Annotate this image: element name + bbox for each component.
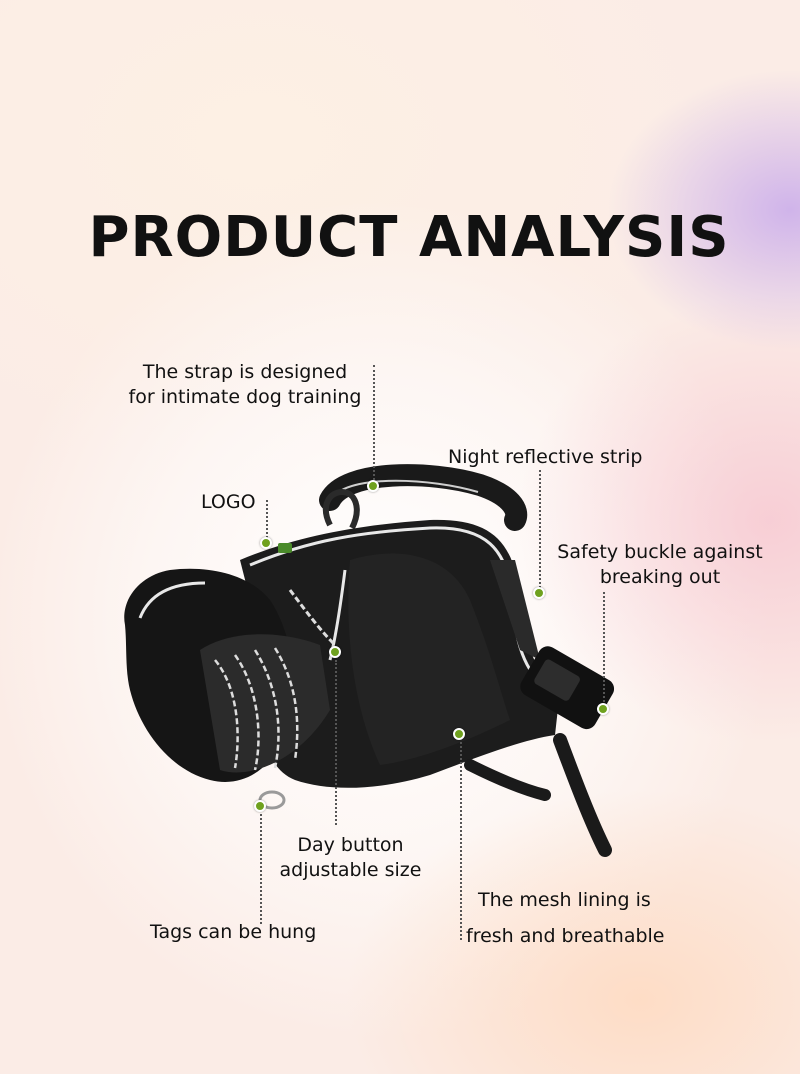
logo-marker-dot: [260, 537, 272, 549]
button-marker-dot: [329, 646, 341, 658]
logo-leader-line: [266, 500, 268, 538]
reflective-marker-dot: [533, 587, 545, 599]
strap-callout-label: The strap is designed for intimate dog t…: [120, 360, 370, 410]
buckle-marker-dot: [597, 703, 609, 715]
button-callout-line2: adjustable size: [279, 859, 422, 881]
logo-callout-label: LOGO: [201, 491, 256, 513]
tags-leader-line: [260, 814, 262, 924]
button-callout-line1: Day button: [297, 834, 404, 856]
buckle-callout-label: Safety buckle against breaking out: [550, 540, 770, 590]
mesh-callout-line1: The mesh lining is: [478, 889, 651, 911]
mesh-leader-line: [460, 742, 462, 940]
buckle-leader-line: [603, 592, 605, 702]
buckle-callout-line2: breaking out: [599, 566, 721, 588]
button-callout-label: Day button adjustable size: [268, 833, 433, 883]
tags-marker-dot: [254, 800, 266, 812]
reflective-leader-line: [539, 470, 541, 588]
strap-callout-line1: The strap is designed: [142, 361, 348, 383]
mesh-marker-dot: [453, 728, 465, 740]
strap-marker-dot: [367, 480, 379, 492]
mesh-callout-label: The mesh lining is fresh and breathable: [466, 882, 665, 954]
buckle-callout-line1: Safety buckle against: [557, 541, 763, 563]
strap-leader-line: [373, 365, 375, 480]
tags-callout-label: Tags can be hung: [150, 921, 317, 943]
reflective-callout-label: Night reflective strip: [448, 446, 643, 468]
button-leader-line: [335, 660, 337, 825]
strap-callout-line2: for intimate dog training: [128, 386, 362, 408]
mesh-callout-line2: fresh and breathable: [466, 925, 665, 947]
page-title: PRODUCT ANALYSIS: [88, 205, 730, 270]
